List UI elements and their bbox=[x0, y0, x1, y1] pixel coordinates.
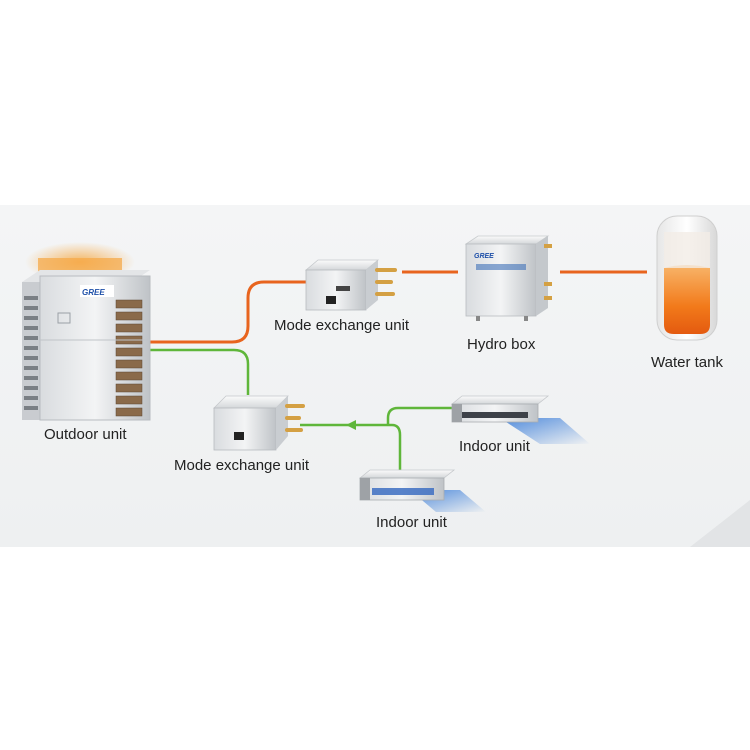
outdoor-unit-label: Outdoor unit bbox=[44, 426, 127, 443]
hot-pipe-outdoor-to-mode bbox=[150, 280, 306, 344]
water-tank-icon bbox=[656, 215, 718, 341]
water-tank-label: Water tank bbox=[651, 354, 723, 371]
cold-pipe-to-indoor-2 bbox=[388, 423, 402, 476]
hydro-box-icon bbox=[464, 235, 552, 321]
flow-arrow-icon bbox=[346, 420, 356, 430]
corner-fold bbox=[690, 500, 750, 547]
indoor-unit-2-icon bbox=[358, 469, 486, 512]
mode-exchange-unit-bottom-label: Mode exchange unit bbox=[174, 457, 310, 474]
cold-pipe-outdoor-to-mode bbox=[150, 348, 250, 395]
hydro-box-label: Hydro box bbox=[467, 336, 536, 353]
mode-exchange-unit-top-icon bbox=[304, 259, 397, 311]
mode-exchange-unit-bottom-icon bbox=[213, 395, 305, 451]
mode-exchange-unit-top-label: Mode exchange unit bbox=[274, 317, 410, 334]
cold-pipe-to-indoor-1 bbox=[386, 406, 452, 425]
outdoor-brand-logo: GREE bbox=[82, 288, 105, 297]
indoor-unit-1-icon bbox=[450, 395, 590, 444]
indoor-unit-2-label: Indoor unit bbox=[376, 514, 447, 531]
indoor-unit-1-label: Indoor unit bbox=[459, 438, 530, 455]
outdoor-unit-icon bbox=[22, 242, 151, 421]
hydro-brand-logo: GREE bbox=[474, 253, 494, 260]
